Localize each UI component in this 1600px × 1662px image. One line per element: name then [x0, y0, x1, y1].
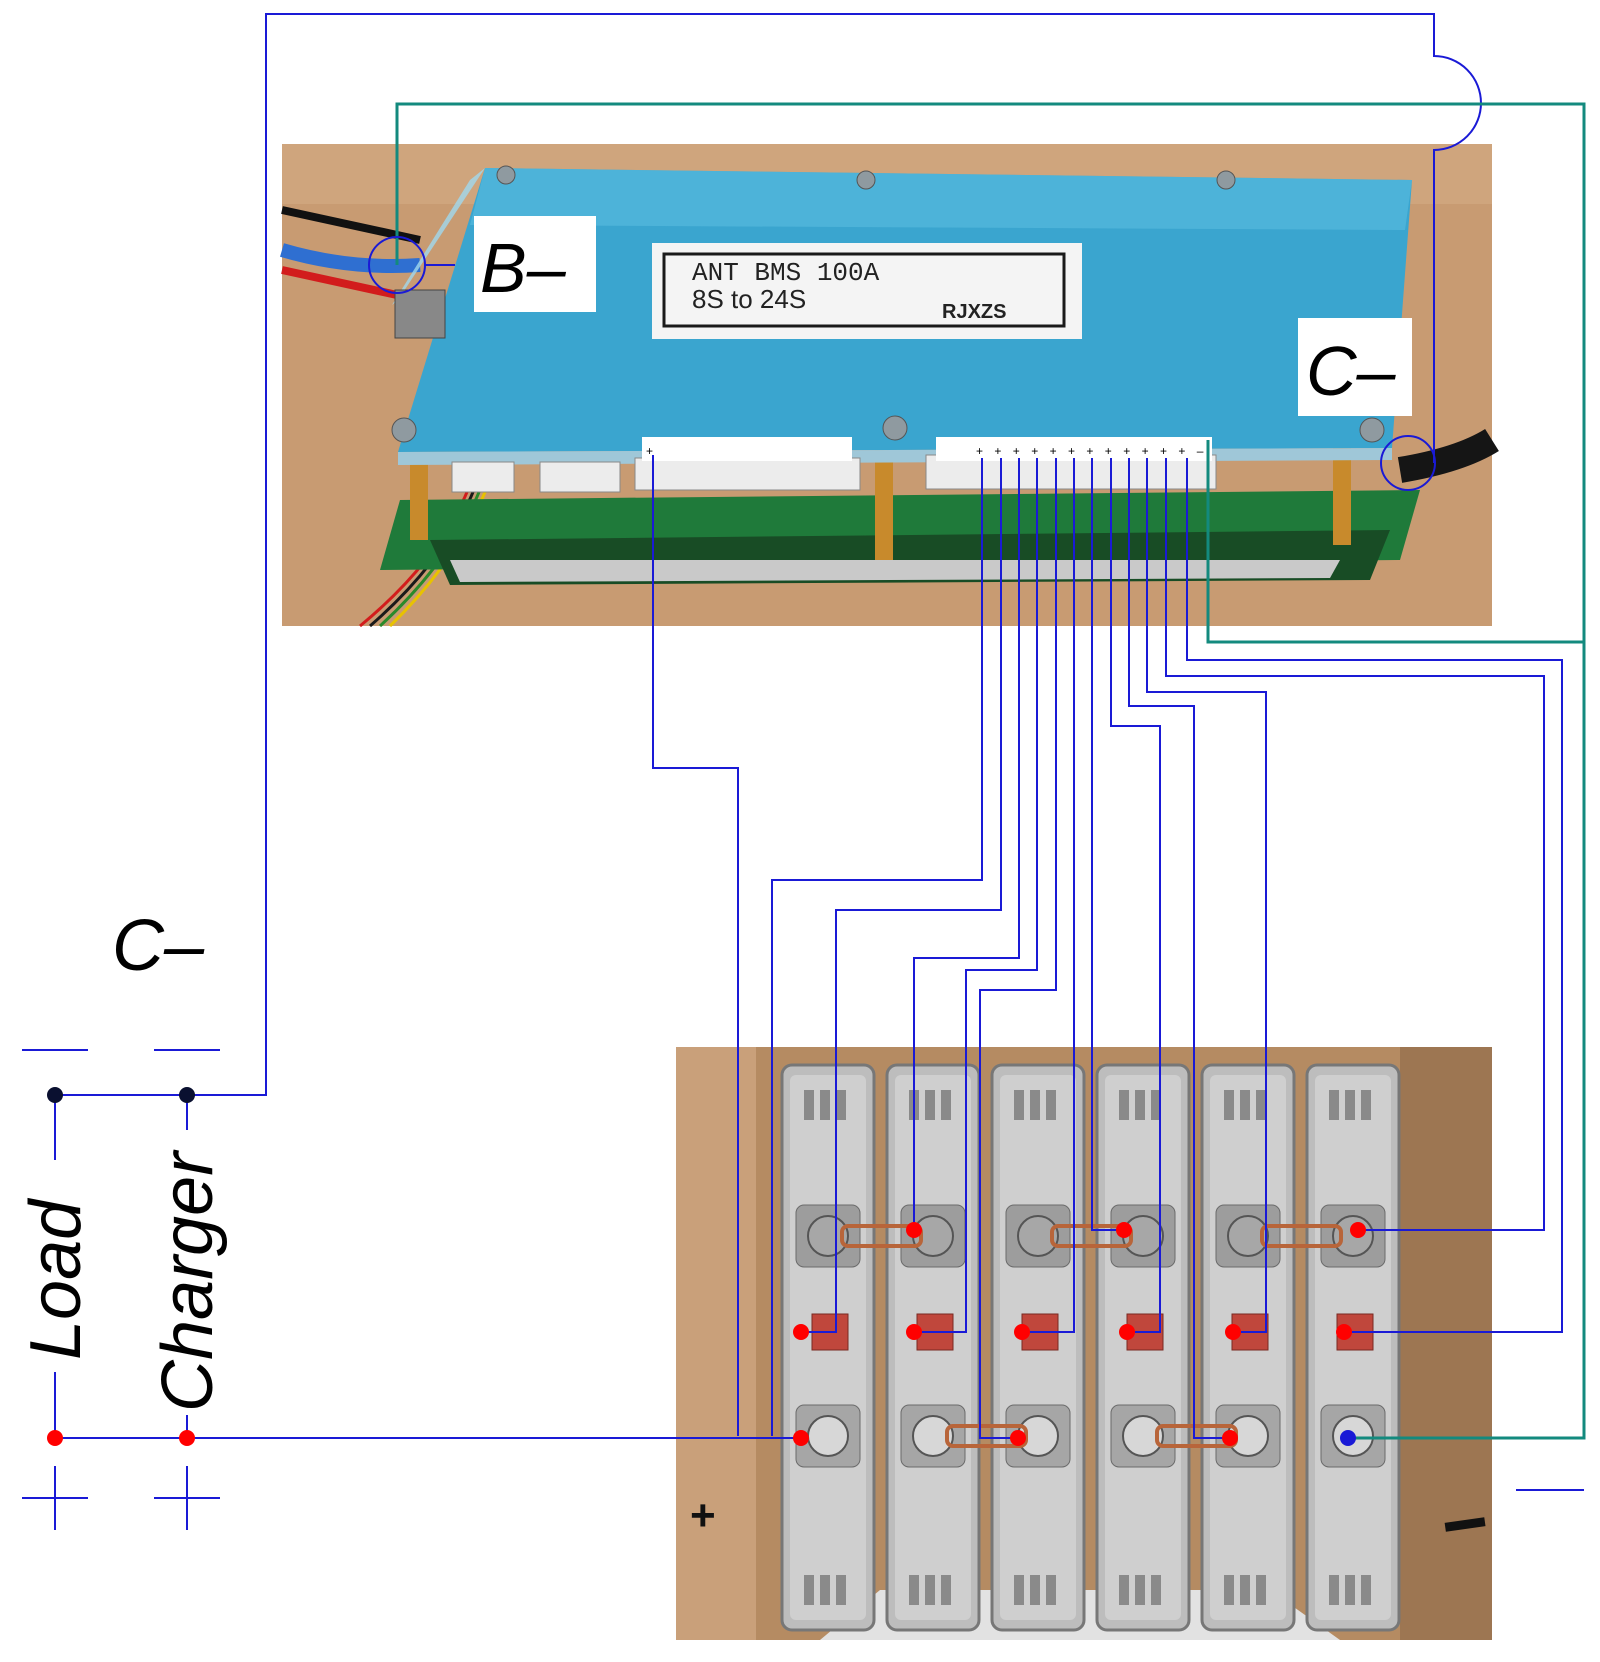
- balance-pin-marks: ++++++++++++–: [976, 444, 1204, 458]
- pack-negative-dot: [1340, 1430, 1356, 1446]
- pin-mark-single: +: [646, 444, 653, 458]
- pin-mark: +: [1086, 444, 1093, 458]
- connection-dot: [1010, 1430, 1026, 1446]
- pin-mark: +: [994, 444, 1001, 458]
- battery-pack-photo: +: [676, 1047, 1492, 1640]
- connection-dot: [1350, 1222, 1366, 1238]
- c-minus-left-text: C–: [112, 906, 205, 986]
- connection-points: [793, 1222, 1366, 1446]
- pin-mark: –: [1197, 444, 1204, 458]
- battery-cell: [990, 1063, 1086, 1632]
- copper-link: [1260, 1224, 1343, 1248]
- pin-mark: +: [1123, 444, 1130, 458]
- copper-link: [945, 1424, 1028, 1448]
- balance-minus-wire: [1206, 440, 1584, 644]
- pack-positive-sense: [652, 455, 739, 1436]
- charger-label: Charger: [148, 1149, 228, 1412]
- pin-mark: +: [1105, 444, 1112, 458]
- pin-mark: +: [1013, 444, 1020, 458]
- load-positive-dot: [47, 1430, 63, 1446]
- connection-dot: [1119, 1324, 1135, 1340]
- connection-dot: [1116, 1222, 1132, 1238]
- pin-mark: +: [1142, 444, 1149, 458]
- b-minus-text: B–: [480, 229, 567, 307]
- connection-dot: [906, 1324, 922, 1340]
- c-minus-board-text: C–: [1306, 332, 1397, 410]
- battery-cells: [780, 1063, 1401, 1632]
- wiring: [54, 13, 1586, 1440]
- marker-plus-sign: +: [690, 1491, 716, 1540]
- charger-negative-dot: [179, 1087, 195, 1103]
- bms-range-text: 8S to 24S: [692, 284, 806, 314]
- bms-model-text: ANT BMS 100A: [692, 258, 880, 288]
- battery-cell: [1200, 1063, 1296, 1632]
- load-label: Load: [16, 1198, 96, 1360]
- c-minus-circle: [1380, 435, 1437, 491]
- pin-mark: +: [1178, 444, 1185, 458]
- connector-header-balance: ++++++++++++–: [936, 437, 1212, 461]
- connection-dot: [1222, 1430, 1238, 1446]
- b-minus-wire: [395, 102, 1586, 1440]
- connection-dot: [1014, 1324, 1030, 1340]
- battery-cell: [780, 1063, 876, 1632]
- pin-mark: +: [1050, 444, 1057, 458]
- pin-mark: +: [976, 444, 983, 458]
- c-minus-board-label: C–: [1298, 318, 1412, 416]
- connection-dot: [906, 1222, 922, 1238]
- charger-positive-dot: [179, 1430, 195, 1446]
- connector-header-left: +: [642, 437, 852, 461]
- connection-dot: [1336, 1324, 1352, 1340]
- polarity-marks: [22, 1049, 1584, 1530]
- bms-brand-text: RJXZS: [942, 301, 1006, 323]
- bms-label: ANT BMS 100A 8S to 24S RJXZS: [652, 243, 1082, 339]
- b-minus-label: B–: [474, 216, 596, 312]
- load-negative-dot: [47, 1087, 63, 1103]
- battery-cell: [1095, 1063, 1191, 1632]
- pin-mark: +: [1160, 444, 1167, 458]
- battery-cell: [1305, 1063, 1401, 1632]
- connection-dot: [1225, 1324, 1241, 1340]
- pin-mark: +: [1031, 444, 1038, 458]
- c-minus-wire: [187, 13, 1482, 1096]
- connection-dot: [793, 1324, 809, 1340]
- pin-mark: +: [1068, 444, 1075, 458]
- battery-cell: [885, 1063, 981, 1632]
- connection-dot: [793, 1430, 809, 1446]
- copper-link: [840, 1224, 923, 1248]
